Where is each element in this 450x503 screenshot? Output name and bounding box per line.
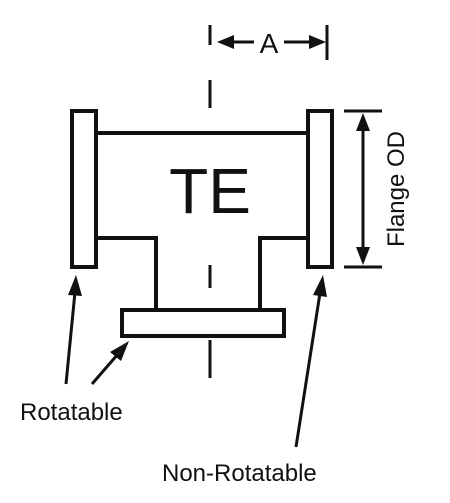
flange-od-label: Flange OD xyxy=(383,131,410,247)
rotatable-arrows xyxy=(64,275,129,385)
tee-body xyxy=(96,131,308,310)
rotatable-label: Rotatable xyxy=(20,399,123,426)
left-flange xyxy=(70,109,98,269)
dimension-label: A xyxy=(260,28,279,59)
non-rotatable-label: Non-Rotatable xyxy=(162,460,317,487)
non-rotatable-arrow xyxy=(294,275,327,448)
tee-label: TE xyxy=(169,155,251,227)
dimension-label-bg xyxy=(254,30,284,56)
flange-od-dimension xyxy=(344,109,382,269)
bottom-flange xyxy=(120,308,286,338)
right-flange xyxy=(306,109,334,269)
